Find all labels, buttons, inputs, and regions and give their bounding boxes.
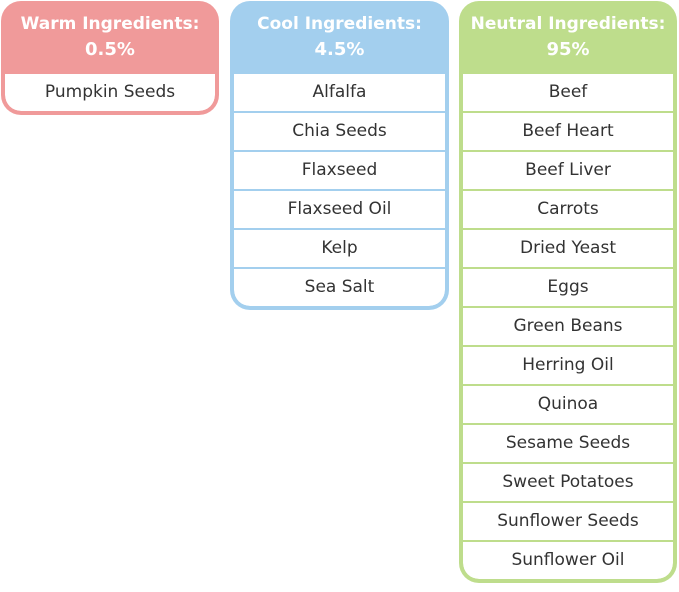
cool-ingredients-title: Cool Ingredients: (257, 14, 422, 34)
cool-ingredient-item: Kelp (234, 230, 445, 267)
cool-ingredient-item: Flaxseed (234, 152, 445, 189)
cool-ingredients-header: Cool Ingredients: 4.5% (234, 1, 445, 74)
neutral-ingredients-header: Neutral Ingredients: 95% (463, 1, 673, 74)
neutral-ingredient-item: Quinoa (463, 386, 673, 423)
warm-ingredients-column: Warm Ingredients: 0.5% Pumpkin Seeds (1, 1, 219, 115)
neutral-ingredient-item: Beef Liver (463, 152, 673, 189)
cool-ingredient-item: Flaxseed Oil (234, 191, 445, 228)
warm-ingredients-percent: 0.5% (85, 39, 135, 60)
neutral-ingredients-percent: 95% (546, 39, 590, 60)
neutral-ingredient-item: Herring Oil (463, 347, 673, 384)
neutral-ingredient-item: Beef Heart (463, 113, 673, 150)
warm-ingredients-title: Warm Ingredients: (20, 14, 200, 34)
neutral-ingredient-item: Beef (463, 74, 673, 111)
warm-ingredients-list: Pumpkin Seeds (5, 74, 215, 111)
cool-ingredient-item: Alfalfa (234, 74, 445, 111)
cool-ingredient-item: Chia Seeds (234, 113, 445, 150)
neutral-ingredient-item: Dried Yeast (463, 230, 673, 267)
neutral-ingredient-item: Eggs (463, 269, 673, 306)
neutral-ingredient-item: Green Beans (463, 308, 673, 345)
warm-ingredients-header: Warm Ingredients: 0.5% (5, 1, 215, 74)
neutral-ingredient-item: Sunflower Seeds (463, 503, 673, 540)
neutral-ingredient-item: Carrots (463, 191, 673, 228)
neutral-ingredient-item: Sesame Seeds (463, 425, 673, 462)
cool-ingredient-item: Sea Salt (234, 269, 445, 306)
cool-ingredients-percent: 4.5% (314, 39, 365, 60)
neutral-ingredients-title: Neutral Ingredients: (470, 14, 666, 34)
neutral-ingredient-item: Sunflower Oil (463, 542, 673, 579)
warm-ingredient-item: Pumpkin Seeds (5, 74, 215, 111)
neutral-ingredient-item: Sweet Potatoes (463, 464, 673, 501)
